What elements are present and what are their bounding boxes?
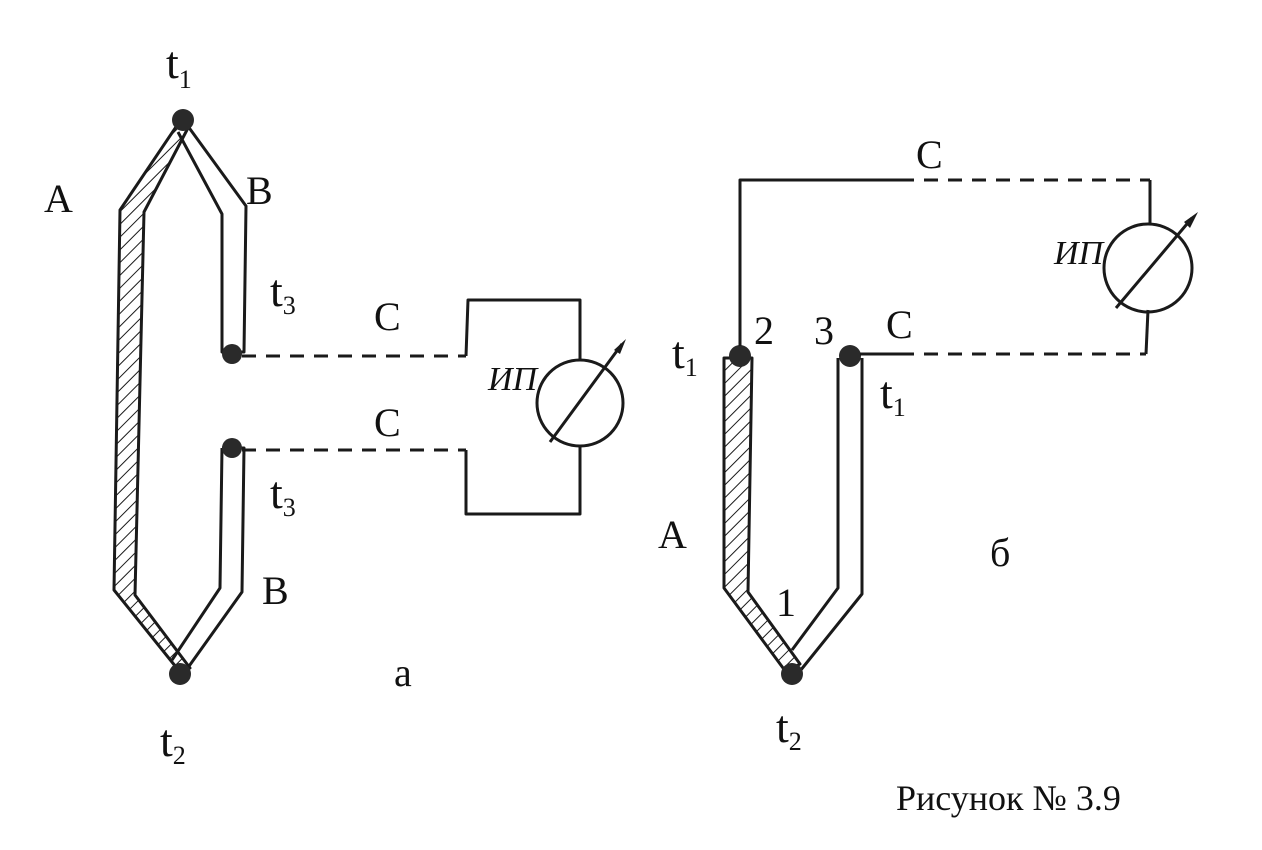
label-wire-c-top-panel-a: C bbox=[374, 294, 401, 339]
panel-a bbox=[112, 109, 626, 685]
junction-t1-left-panel-b bbox=[729, 345, 751, 367]
junction-t1-panel-a bbox=[172, 109, 194, 131]
junction-t2-panel-b bbox=[781, 663, 803, 685]
conductor-b-upper-panel-a bbox=[176, 117, 248, 354]
label-wire-c-bottom-panel-a: C bbox=[374, 400, 401, 445]
label-t2-panel-b: t2 bbox=[776, 701, 802, 756]
label-t1-right-panel-b: t1 bbox=[880, 367, 906, 422]
panel-b bbox=[722, 178, 1198, 685]
label-wire-c-right-panel-b: C bbox=[886, 302, 913, 347]
conductor-a-panel-b bbox=[722, 356, 802, 674]
label-point-3-panel-b: 3 bbox=[814, 308, 834, 353]
label-t1-panel-a: t1 bbox=[166, 37, 192, 94]
junction-t1-right-panel-b bbox=[839, 345, 861, 367]
label-instrument-panel-a: ИП bbox=[487, 361, 540, 398]
label-point-2-panel-b: 2 bbox=[754, 308, 774, 353]
figure-caption: Рисунок № 3.9 bbox=[896, 778, 1121, 818]
label-conductor-a-panel-a: A bbox=[44, 176, 73, 221]
wire-to-instrument-bottom-panel-b bbox=[1144, 309, 1150, 355]
label-instrument-panel-b: ИП bbox=[1053, 235, 1106, 272]
label-t2-panel-a: t2 bbox=[160, 715, 186, 770]
junction-t3-bottom-panel-a bbox=[222, 438, 242, 458]
instrument-gauge-icon-panel-b bbox=[1102, 212, 1198, 314]
instrument-gauge-icon-panel-a bbox=[535, 339, 626, 448]
label-conductor-b-top-panel-a: B bbox=[246, 168, 273, 213]
conductor-b-lower-panel-a bbox=[170, 446, 246, 677]
conductor-a-panel-a bbox=[112, 116, 192, 674]
wire-to-instrument-top-panel-a bbox=[464, 298, 582, 360]
wire-to-instrument-bottom-panel-a bbox=[464, 446, 582, 516]
label-panel-b: б bbox=[990, 530, 1010, 575]
label-t3-bottom-panel-a: t3 bbox=[270, 467, 296, 522]
wire-c-top-solid-panel-b bbox=[738, 178, 900, 346]
label-conductor-b-bottom-panel-a: B bbox=[262, 568, 289, 613]
label-t1-left-panel-b: t1 bbox=[672, 327, 698, 382]
conductor-b-panel-b bbox=[790, 358, 864, 677]
label-point-1-panel-b: 1 bbox=[776, 580, 796, 625]
label-t3-top-panel-a: t3 bbox=[270, 265, 296, 320]
junction-t3-top-panel-a bbox=[222, 344, 242, 364]
label-conductor-a-panel-b: A bbox=[658, 512, 687, 557]
label-panel-a: а bbox=[394, 650, 412, 695]
label-wire-c-top-panel-b: C bbox=[916, 132, 943, 177]
junction-t2-panel-a bbox=[169, 663, 191, 685]
